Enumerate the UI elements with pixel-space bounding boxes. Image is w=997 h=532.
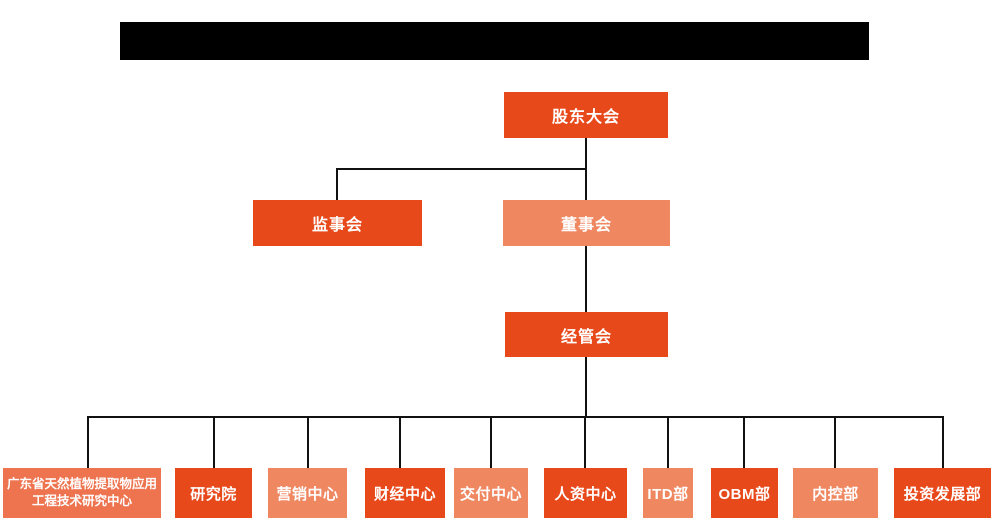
dept-research-institute: 研究院: [175, 468, 252, 518]
connector-line: [584, 416, 586, 468]
dept-itd: ITD部: [643, 468, 693, 518]
connector-line: [87, 416, 89, 468]
connector-line: [743, 416, 745, 468]
connector-line: [585, 246, 587, 312]
connector-line: [490, 416, 492, 468]
dept-delivery-center: 交付中心: [454, 468, 528, 518]
connector-line: [307, 416, 309, 468]
dept-hr-center: 人资中心: [544, 468, 627, 518]
node-shareholders-meeting: 股东大会: [504, 92, 668, 138]
dept-obm: OBM部: [711, 468, 778, 518]
connector-line: [834, 416, 836, 468]
connector-line: [336, 168, 338, 200]
node-board-of-directors: 董事会: [503, 200, 670, 246]
dept-internal-control: 内控部: [793, 468, 878, 518]
dept-marketing-center: 营销中心: [268, 468, 347, 518]
connector-line: [585, 357, 587, 417]
connector-line: [399, 416, 401, 468]
dept-investment-development: 投资发展部: [894, 468, 991, 518]
connector-line: [213, 416, 215, 468]
connector-line: [88, 416, 944, 418]
redacted-title-bar: [120, 22, 869, 60]
connector-line: [336, 168, 587, 170]
connector-line: [942, 416, 944, 468]
node-management-committee: 经管会: [505, 312, 668, 357]
node-supervisory-board: 监事会: [253, 200, 422, 246]
connector-line: [667, 416, 669, 468]
dept-finance-center: 财经中心: [365, 468, 445, 518]
dept-guangdong-plant-extract-research-center: 广东省天然植物提取物应用工程技术研究中心: [3, 468, 161, 518]
